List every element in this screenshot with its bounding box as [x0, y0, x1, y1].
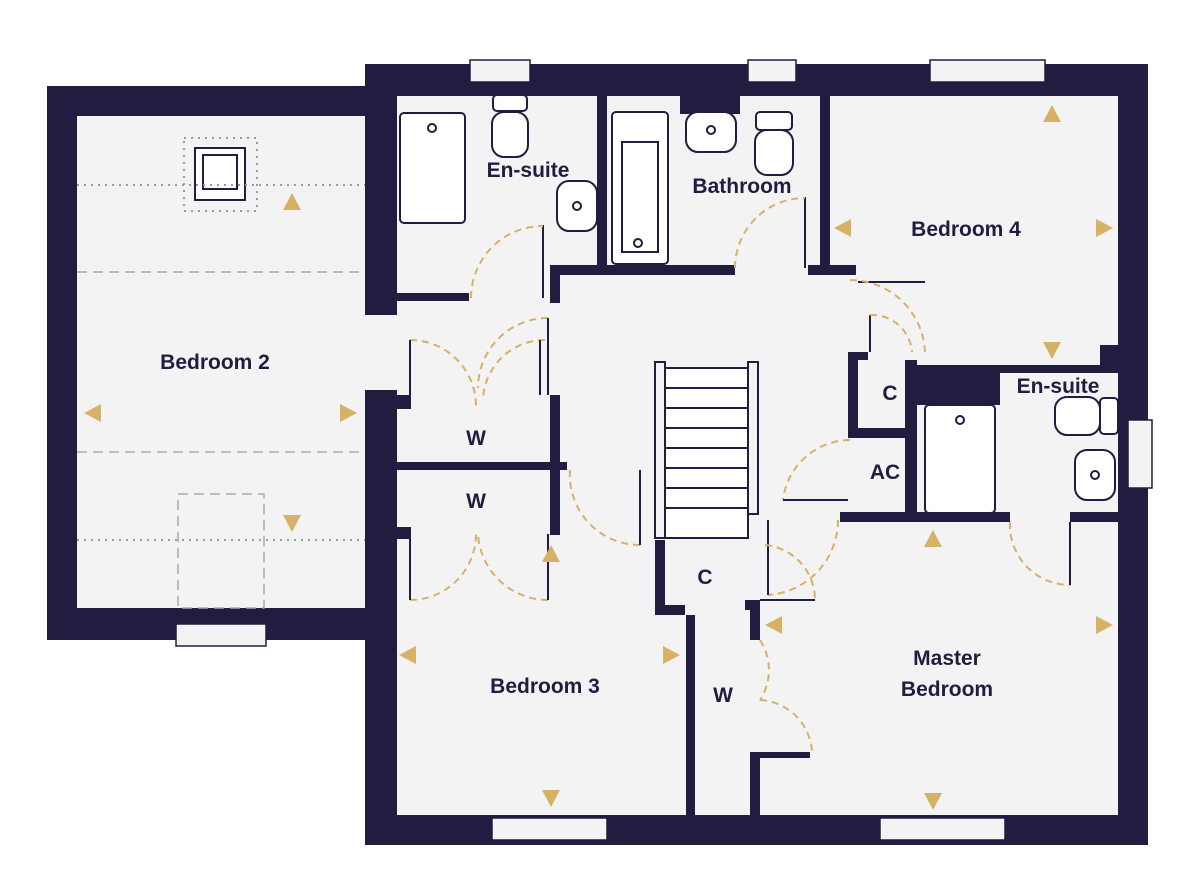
- arrow-left-icon: [765, 616, 782, 634]
- interior-walls: [397, 96, 1118, 815]
- arrow-down-icon: [1043, 342, 1061, 359]
- view-arrows: [84, 105, 1113, 810]
- loft-hatch: [177, 493, 265, 609]
- roof-window-area: [183, 137, 258, 212]
- door-swings: [409, 197, 1071, 753]
- windows: [175, 59, 1153, 841]
- label-wardrobe-1: W: [466, 427, 486, 450]
- label-master-bedroom-line2: Bedroom: [901, 678, 993, 701]
- label-cupboard-1: C: [882, 382, 897, 405]
- arrow-down-icon: [542, 790, 560, 807]
- arrow-right-icon: [1096, 616, 1113, 634]
- label-ensuite-1: En-suite: [487, 159, 570, 182]
- staircase: [654, 361, 759, 539]
- label-bedroom-3: Bedroom 3: [490, 675, 600, 698]
- toilet-bathroom: [754, 111, 794, 176]
- label-ensuite-2: En-suite: [1017, 375, 1100, 398]
- arrow-left-icon: [834, 219, 851, 237]
- arrow-up-icon: [1043, 105, 1061, 122]
- arrow-up-icon: [924, 530, 942, 547]
- bath-bathroom: [611, 111, 669, 265]
- label-bedroom-2: Bedroom 2: [160, 351, 270, 374]
- label-wardrobe-2: W: [466, 490, 486, 513]
- basin-ensuite-2: [1074, 449, 1116, 501]
- arrow-up-icon: [542, 545, 560, 562]
- basin-ensuite-1: [556, 180, 598, 232]
- arrow-down-icon: [924, 793, 942, 810]
- arrow-right-icon: [663, 646, 680, 664]
- bath-ensuite-2: [924, 404, 996, 514]
- arrow-down-icon: [283, 515, 301, 532]
- arrow-left-icon: [399, 646, 416, 664]
- label-master-bedroom-line1: Master: [913, 647, 981, 670]
- label-cupboard-2: C: [697, 566, 712, 589]
- toilet-ensuite-1: [491, 94, 529, 158]
- toilet-ensuite-2: [1054, 396, 1119, 436]
- landing-opening: [360, 315, 400, 390]
- label-wardrobe-3: W: [713, 684, 733, 707]
- arrow-right-icon: [1096, 219, 1113, 237]
- label-bathroom: Bathroom: [692, 175, 791, 198]
- arrow-left-icon: [84, 404, 101, 422]
- label-bedroom-4: Bedroom 4: [911, 218, 1021, 241]
- label-airing-cupboard: AC: [870, 461, 900, 484]
- arrow-right-icon: [340, 404, 357, 422]
- bath-ensuite-1: [399, 112, 466, 224]
- basin-bathroom: [685, 111, 737, 153]
- arrow-up-icon: [283, 193, 301, 210]
